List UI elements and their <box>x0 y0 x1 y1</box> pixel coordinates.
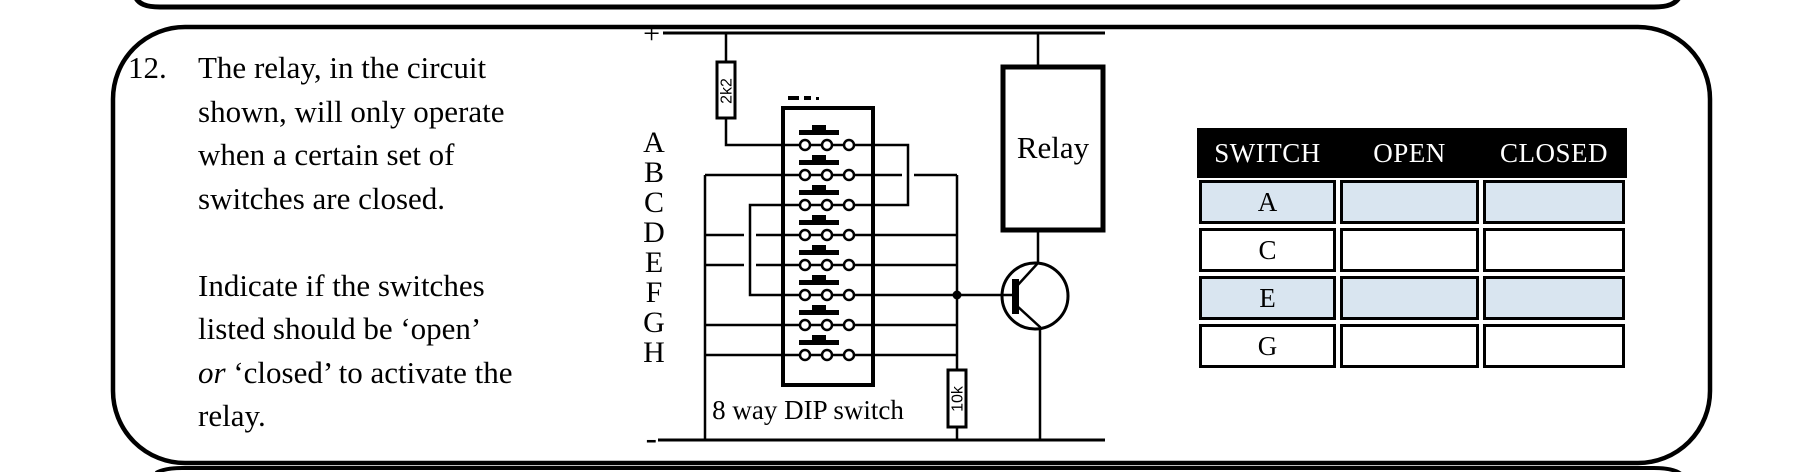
switch-letter-labels: A B C D E F G H <box>643 126 665 369</box>
switch-row-b <box>783 155 873 182</box>
switch-label-c: C <box>644 186 664 219</box>
header-open: OPEN <box>1373 137 1446 168</box>
table-row: A <box>1197 178 1627 226</box>
header-switch: SWITCH <box>1214 137 1321 168</box>
switch-name-cell: C <box>1199 228 1336 272</box>
relay: Relay <box>1000 33 1106 233</box>
switch-row-c <box>783 185 873 212</box>
open-answer-cell <box>1340 228 1479 272</box>
switch-label-g: G <box>643 306 665 339</box>
question-line: The relay, in the circuit <box>198 50 487 85</box>
switch-row-e <box>783 245 873 272</box>
resistor-10k-label: 10k <box>950 385 967 412</box>
switch-label-d: D <box>643 216 665 249</box>
switch-label-f: F <box>646 276 663 309</box>
switch-label-e: E <box>645 246 663 279</box>
dip-switch-rows <box>783 125 873 362</box>
question-line: when a certain set of <box>198 137 455 172</box>
switch-row-d <box>783 215 873 242</box>
transistor-collector <box>1015 230 1040 288</box>
dip-switch-box: 8 way DIP switch <box>712 96 904 425</box>
question-paragraph-1: The relay, in the circuit shown, will on… <box>198 46 558 220</box>
positive-rail-label: + <box>643 17 660 50</box>
question-line: Indicate if the switches <box>198 267 485 303</box>
table-row: E <box>1197 274 1627 322</box>
closed-answer-cell <box>1483 324 1625 368</box>
question-line: switches are closed. <box>198 180 446 216</box>
question-card-border <box>110 24 1713 466</box>
dip-box-dashes <box>788 96 819 100</box>
answer-table: SWITCH OPEN CLOSED A C E G <box>1197 128 1627 370</box>
positive-rail: + <box>643 17 1105 50</box>
resistor-2k2: 2k2 <box>715 33 783 147</box>
right-wiring <box>873 143 1012 370</box>
previous-card-border <box>134 0 1681 10</box>
switch-row-a <box>783 125 873 152</box>
italic-or: or <box>198 354 226 390</box>
closed-answer-cell <box>1483 276 1625 320</box>
table-row: C <box>1197 226 1627 274</box>
question-line: listed should be ‘open’ <box>198 311 482 346</box>
question-line: or ‘closed’ to activate the <box>198 351 558 395</box>
next-card-border <box>154 466 1682 472</box>
transistor-base-bar <box>1012 279 1019 314</box>
resistor-10k: 10k <box>946 368 968 440</box>
switch-row-g <box>783 305 873 332</box>
emitter-arrow-icon <box>1025 312 1041 329</box>
question-line: shown, will only operate <box>198 93 505 129</box>
dip-switch-label: 8 way DIP switch <box>712 395 904 425</box>
table-header-row: SWITCH OPEN CLOSED <box>1197 128 1627 178</box>
question-line: relay. <box>198 398 266 433</box>
transistor-emitter <box>1015 304 1042 440</box>
open-answer-cell <box>1340 180 1479 224</box>
question-block: 12. The relay, in the circuit shown, wil… <box>128 46 558 438</box>
switch-row-h <box>783 335 873 362</box>
left-wiring <box>703 173 783 440</box>
switch-name-cell: A <box>1199 180 1336 224</box>
switch-row-f <box>783 275 873 302</box>
switch-label-b: B <box>644 156 664 189</box>
question-line-rest: ‘closed’ to activate the <box>225 354 513 390</box>
open-answer-cell <box>1340 276 1479 320</box>
negative-rail-label: - <box>646 420 657 457</box>
switch-name-cell: G <box>1199 324 1336 368</box>
closed-answer-cell <box>1483 180 1625 224</box>
relay-label: Relay <box>1017 130 1090 165</box>
header-closed: CLOSED <box>1499 137 1608 168</box>
npn-transistor <box>1000 230 1070 440</box>
switch-name-cell: E <box>1199 276 1336 320</box>
open-answer-cell <box>1340 324 1479 368</box>
resistor-2k2-label: 2k2 <box>719 78 736 104</box>
switch-label-a: A <box>643 126 665 159</box>
question-paragraph-2: Indicate if the switches listed should b… <box>198 264 558 438</box>
relay-box <box>1000 64 1106 233</box>
closed-answer-cell <box>1483 228 1625 272</box>
table-row: G <box>1197 322 1627 370</box>
question-number: 12. <box>128 50 167 85</box>
switch-label-h: H <box>643 336 665 369</box>
negative-rail: - <box>646 420 1105 457</box>
